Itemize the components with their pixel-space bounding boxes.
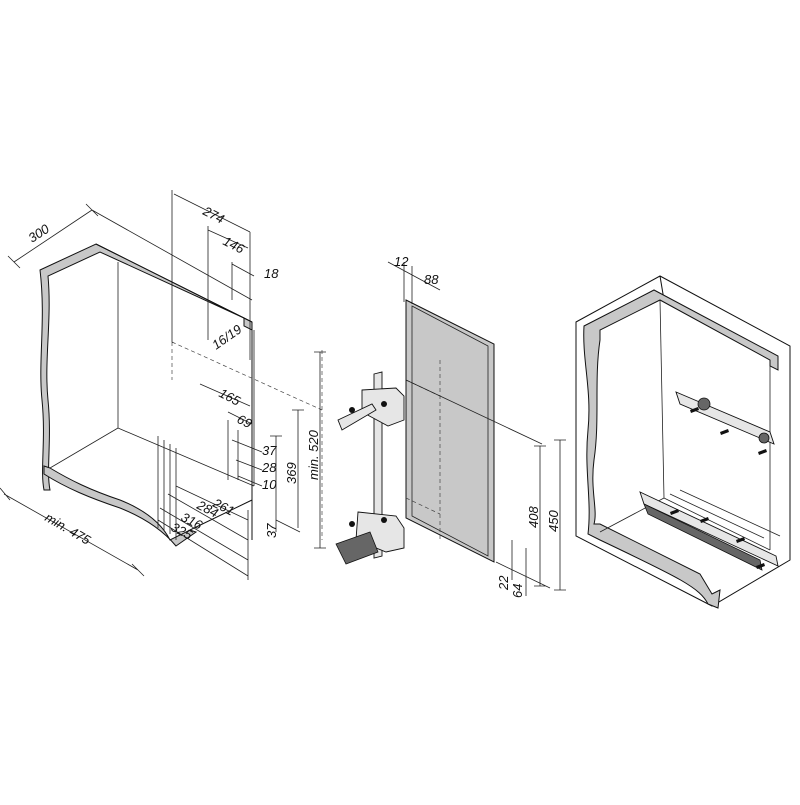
- dim-16-19: 16/19: [209, 322, 244, 353]
- installed-inner-edges: [599, 299, 771, 551]
- dim-min-width: min. 475: [43, 510, 94, 548]
- cabinet-dimension-figure: 300 min. 475 274 146 18 16/19 165 69 37 …: [0, 190, 326, 580]
- dim-37: 37: [262, 443, 277, 458]
- upper-mechanism-hub: [697, 397, 711, 411]
- dim-line-min-width: [0, 487, 145, 577]
- lower-screw-icons: [670, 509, 765, 569]
- installed-view-figure: [575, 275, 791, 609]
- cabinet-side-wall: [39, 243, 253, 491]
- dim-369: 369: [284, 462, 299, 484]
- dim-min-520: min. 520: [306, 429, 321, 480]
- dim-depth: 300: [25, 221, 52, 246]
- dim-64: 64: [510, 584, 525, 598]
- dim-18: 18: [264, 266, 279, 281]
- lower-rail: [335, 531, 379, 565]
- screw-icons: [349, 401, 387, 527]
- dim-10: 10: [262, 477, 277, 492]
- upper-screw-icons: [690, 407, 767, 455]
- dim-bottom-37: 37: [264, 523, 279, 538]
- dim-146: 146: [221, 233, 248, 257]
- dim-28: 28: [261, 460, 277, 475]
- installed-cabinet-wall: [583, 289, 779, 609]
- upper-rail: [337, 403, 377, 431]
- dim-lines-middle: [199, 383, 263, 487]
- dim-frame-88: 88: [424, 272, 439, 287]
- dim-line-depth: [7, 203, 253, 301]
- frame-dimension-figure: 12 88 408 450 22 64: [335, 254, 566, 598]
- door-panel-dashed: [405, 306, 441, 540]
- dim-lines-vertical: [270, 351, 326, 549]
- cabinet-inner-edges: [49, 262, 255, 487]
- dim-165: 165: [217, 385, 244, 409]
- dim-274: 274: [200, 203, 227, 227]
- upper-mechanism-end: [758, 432, 770, 444]
- frame-dim-lines-top: [387, 261, 441, 304]
- dim-lines-top: [171, 190, 255, 360]
- frame-dim-lines-right: [405, 379, 566, 596]
- dim-408: 408: [526, 506, 541, 528]
- door-panel: [405, 299, 495, 563]
- dim-22: 22: [496, 575, 511, 591]
- lower-slide-rail-body: [643, 503, 763, 571]
- dim-69: 69: [235, 411, 255, 431]
- dim-lines-bottom: [157, 436, 249, 580]
- cabinet-outer-edges: [95, 243, 253, 540]
- rail-marks: [669, 489, 781, 539]
- projection-dashed: [171, 341, 323, 540]
- dim-frame-12: 12: [394, 254, 409, 269]
- dim-450: 450: [546, 510, 561, 532]
